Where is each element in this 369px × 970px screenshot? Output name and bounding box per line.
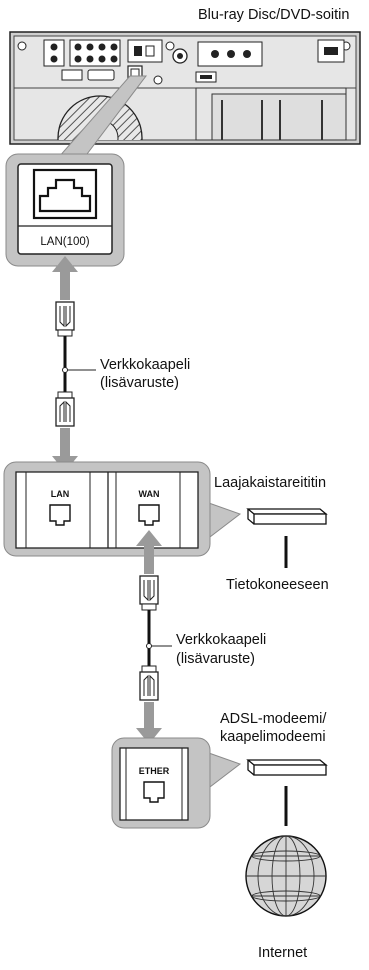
cable2-label-line1: Verkkokaapeli bbox=[176, 632, 267, 648]
cable2-label-line2: (lisävaruste) bbox=[176, 651, 255, 667]
cable1-label-line2: (lisävaruste) bbox=[100, 375, 179, 391]
router-wan-port-icon bbox=[138, 504, 160, 526]
router-lan-port-label: LAN bbox=[51, 489, 70, 499]
internet-globe-icon bbox=[245, 835, 327, 917]
modem-ether-port-icon bbox=[143, 781, 165, 803]
modem-label-line2: kaapelimodeemi bbox=[220, 729, 326, 745]
modem-label-line1: ADSL-modeemi/ bbox=[220, 711, 327, 727]
modem-icon bbox=[246, 759, 328, 826]
arrow-up-wan bbox=[136, 530, 162, 574]
network-cable-2 bbox=[139, 575, 172, 701]
modem-callout: ETHER bbox=[111, 737, 242, 829]
router-icon bbox=[246, 508, 328, 568]
arrow-down-ether bbox=[136, 702, 162, 744]
internet-label: Internet bbox=[258, 945, 308, 961]
cable1-label-line1: Verkkokaapeli bbox=[100, 357, 191, 373]
router-callout: LAN WAN bbox=[3, 461, 242, 557]
modem-ether-port-label: ETHER bbox=[139, 766, 170, 776]
to-computer-label: Tietokoneeseen bbox=[226, 577, 329, 593]
arrow-up-lan100 bbox=[52, 256, 78, 300]
lan100-callout: LAN(100) bbox=[5, 75, 148, 267]
lan100-label: LAN(100) bbox=[40, 236, 89, 248]
network-cable-1 bbox=[55, 301, 96, 427]
player-rear-panel bbox=[9, 31, 361, 145]
router-label: Laajakaistareititin bbox=[214, 475, 327, 491]
player-label: Blu-ray Disc/DVD-soitin bbox=[198, 7, 350, 23]
router-wan-port-label: WAN bbox=[139, 489, 160, 499]
arrow-down-lan bbox=[52, 428, 78, 472]
lan-port-icon bbox=[32, 168, 98, 220]
router-lan-port-icon bbox=[49, 504, 71, 526]
